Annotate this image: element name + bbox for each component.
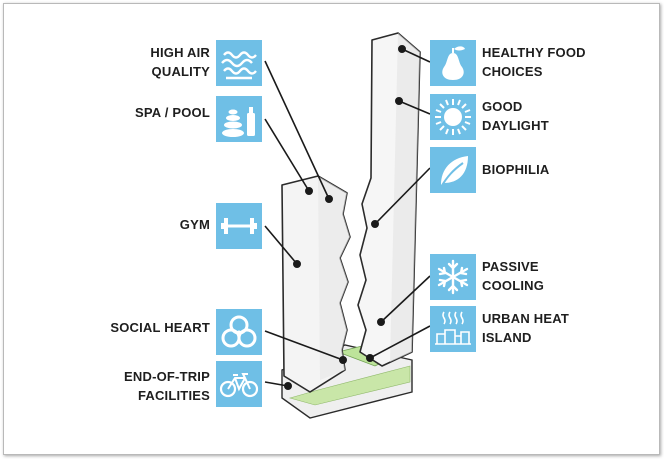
spa-stones-bottle-icon: [216, 96, 262, 142]
sun-icon: [430, 94, 476, 140]
label-social-heart: SOCIAL HEART: [110, 320, 210, 335]
label-spa-pool: SPA / POOL: [135, 105, 210, 120]
short-tower-side: [318, 176, 350, 380]
tall-tower-side: [390, 33, 420, 362]
dumbbell-icon: [216, 203, 262, 249]
label-end-of-trip: END-OF-TRIP FACILITIES: [124, 369, 210, 403]
podium-green-roof: [288, 365, 411, 406]
twin-towers: [281, 32, 421, 419]
label-urban-heat-island: URBAN HEAT ISLAND: [482, 311, 569, 345]
pear-leaf-icon: [430, 40, 476, 86]
heat-buildings-icon: [430, 306, 476, 352]
snowflake-icon: [430, 254, 476, 300]
label-high-air-quality: HIGH AIR QUALITY: [150, 45, 210, 79]
label-good-daylight: GOOD DAYLIGHT: [482, 99, 549, 133]
bicycle-icon: [216, 361, 262, 407]
leaf-icon: [430, 147, 476, 193]
label-healthy-food: HEALTHY FOOD CHOICES: [482, 45, 586, 79]
leader-lines: [264, 44, 431, 390]
label-passive-cooling: PASSIVE COOLING: [482, 259, 545, 293]
label-biophilia: BIOPHILIA: [482, 162, 550, 177]
air-waves-icon: [216, 40, 262, 86]
people-circles-icon: [216, 309, 262, 355]
label-gym: GYM: [179, 217, 210, 232]
